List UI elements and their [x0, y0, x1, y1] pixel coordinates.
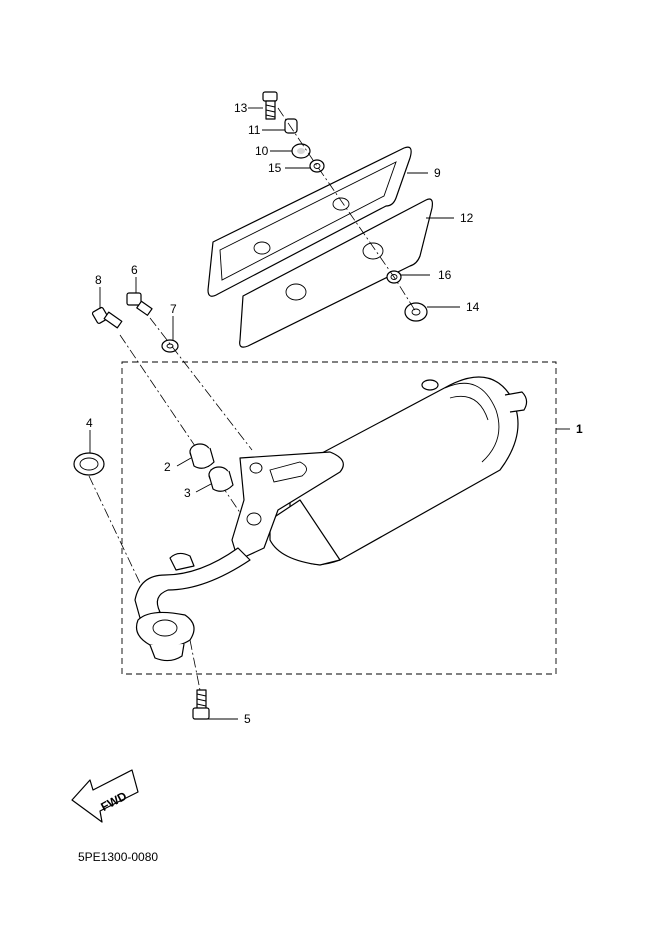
washer-14[interactable] [404, 302, 428, 322]
axis-protector-bolts [277, 107, 417, 313]
gasket-4[interactable] [73, 452, 105, 476]
protector-9[interactable] [207, 146, 412, 297]
axis-bolt-5 [189, 639, 201, 691]
callout-2: 2 [164, 460, 171, 474]
protector-12[interactable] [239, 198, 433, 348]
axis-bolt-8 [119, 334, 246, 521]
callout-13: 13 [234, 101, 248, 115]
bolt-13[interactable] [262, 91, 278, 120]
callout-1: 1 [576, 422, 583, 436]
damper-10[interactable] [291, 143, 311, 159]
bolt-8[interactable] [91, 306, 123, 329]
axis-gasket [88, 475, 161, 626]
washer-15[interactable] [309, 159, 325, 173]
callout-12: 12 [460, 211, 474, 225]
fwd-arrow-icon: FWD [71, 769, 139, 823]
muffler-assembly[interactable] [134, 376, 528, 662]
callout-3: 3 [184, 486, 191, 500]
callout-4: 4 [86, 416, 93, 430]
bolt-5[interactable] [192, 689, 210, 720]
callout-7: 7 [170, 302, 177, 316]
washer-7[interactable] [161, 339, 179, 353]
callout-6: 6 [131, 263, 138, 277]
assembly-boundary [121, 361, 557, 675]
callout-5: 5 [244, 712, 251, 726]
axis-bolt-6 [149, 317, 253, 451]
callout-11: 11 [248, 123, 261, 137]
callout-8: 8 [95, 273, 102, 287]
callout-10: 10 [255, 144, 269, 158]
callout-15: 15 [268, 161, 282, 175]
collar-11[interactable] [284, 118, 298, 134]
damper-3[interactable] [208, 466, 234, 492]
diagram-code: 5PE1300-0080 [78, 850, 159, 864]
bolt-6[interactable] [126, 292, 153, 316]
callout-16: 16 [438, 268, 452, 282]
callout-14: 14 [466, 300, 480, 314]
callout-9: 9 [434, 166, 441, 180]
damper-2[interactable] [189, 443, 215, 469]
